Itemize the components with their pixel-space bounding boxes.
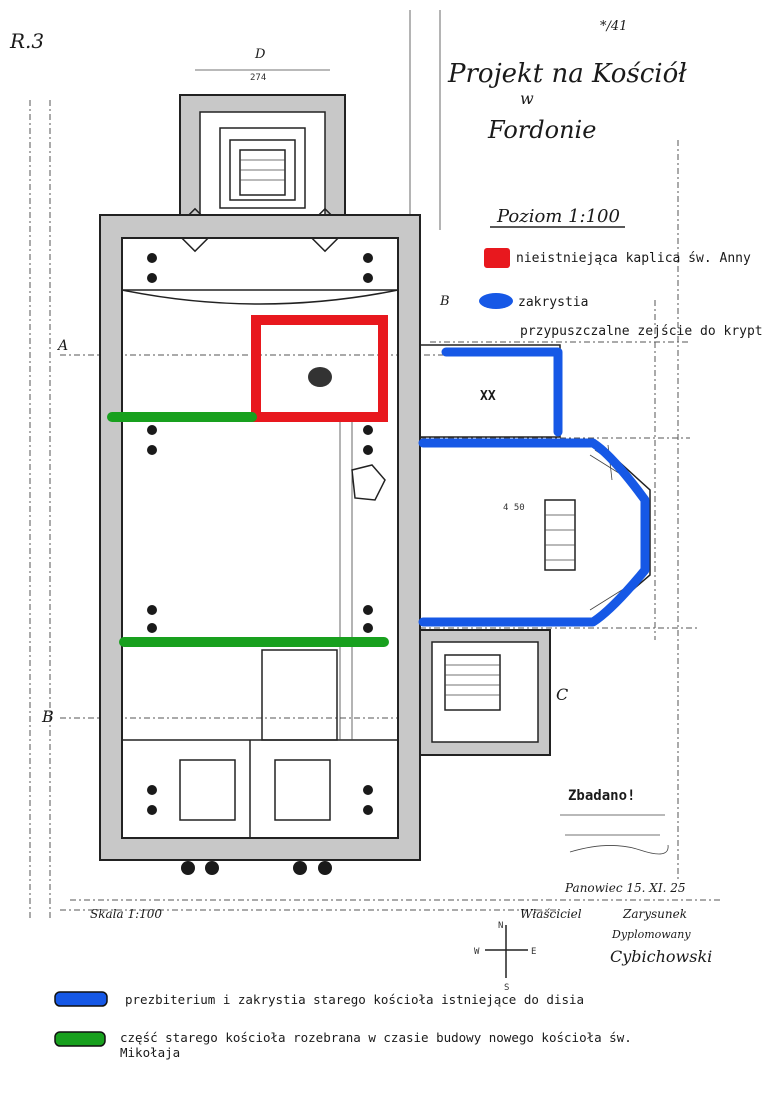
corner-mark: */41 xyxy=(600,19,627,34)
section-letter-b-lower: B xyxy=(41,707,54,726)
drawn-by-label: Dyplomowany xyxy=(611,928,691,941)
nave-walls xyxy=(99,214,421,861)
svg-text:S: S xyxy=(504,983,509,993)
legend-bottom-blue-swatch xyxy=(54,991,108,1007)
legend-blue-label: zakrystia xyxy=(518,295,588,310)
legend-bottom-green-label: część starego kościoła rozebrana w czasi… xyxy=(120,1030,632,1060)
legend-blue-swatch xyxy=(479,293,513,309)
title-line-3: Fordonie xyxy=(487,116,596,144)
approval-place-date: Panowiec 15. XI. 25 xyxy=(564,881,685,895)
legend-red-label: nieistniejąca kaplica św. Anny xyxy=(516,251,751,266)
blue-highlight xyxy=(418,347,650,627)
crypt-note: przypuszczalne zejście do krypt xyxy=(520,324,763,339)
room-label: XX xyxy=(480,389,496,404)
apse-dimension-value: 4 50 xyxy=(503,503,525,513)
legend-bottom-blue-label: prezbiterium i zakrystia starego kościoł… xyxy=(125,992,584,1007)
legend-bottom-green-swatch xyxy=(54,1031,106,1047)
svg-text:E: E xyxy=(531,947,536,957)
svg-text:N: N xyxy=(498,921,503,931)
legend-red-swatch xyxy=(484,248,510,268)
svg-text:W: W xyxy=(474,947,480,957)
drawn-label: Zarysunek xyxy=(622,907,687,921)
chapel-mark xyxy=(308,367,332,387)
approval-stamp: Zbadano! xyxy=(568,788,635,804)
title-line-1: Projekt na Kościół xyxy=(447,59,687,89)
st-anne-chapel-outline xyxy=(251,315,388,422)
sheet-number: R.3 xyxy=(9,29,44,53)
pillars xyxy=(147,253,373,875)
bottom-legend: prezbiterium i zakrystia starego kościoł… xyxy=(54,991,632,1060)
signature: Cybichowski xyxy=(610,947,712,966)
scale-label: Skala 1:100 xyxy=(90,907,162,921)
green-highlight xyxy=(107,412,389,647)
staircase-icon xyxy=(444,654,501,711)
south-annex xyxy=(419,629,551,756)
section-letter-c: C xyxy=(556,685,568,704)
compass-icon: N W E S xyxy=(474,921,536,993)
presbytery-walls: XX xyxy=(419,344,651,623)
top-dimension-value: 274 xyxy=(250,73,266,83)
section-letter-a: A xyxy=(56,338,68,354)
section-letter-b: B xyxy=(439,294,450,309)
top-legend: nieistniejąca kaplica św. Anny zakrystia… xyxy=(479,248,763,339)
owner-label: Właściciel xyxy=(520,907,582,921)
dimension-lines xyxy=(29,10,720,920)
top-dimension-label: D xyxy=(254,47,266,62)
title-line-2: w xyxy=(520,89,534,108)
scale-note: Poziom 1:100 xyxy=(496,206,620,227)
approval-block: Zbadano! Panowiec 15. XI. 25 Skala 1:100… xyxy=(90,788,712,966)
